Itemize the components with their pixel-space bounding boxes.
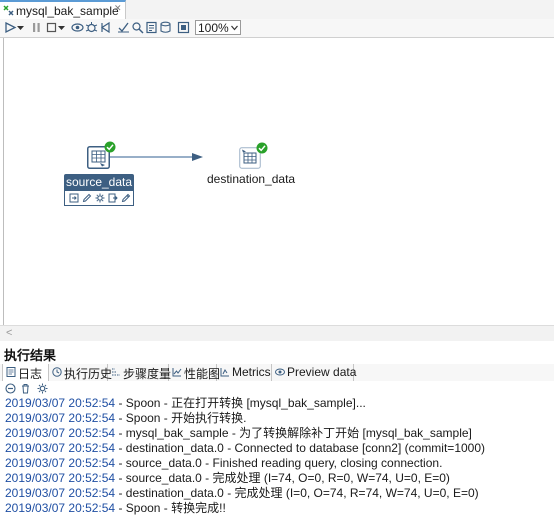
tab-performance-graph[interactable]: 性能图 [169,364,221,381]
analyze-icon[interactable] [131,21,144,34]
success-check-icon [104,141,116,153]
show-results-icon[interactable] [177,21,190,34]
chevron-down-icon [231,25,238,31]
tab-log[interactable]: 日志 [2,364,49,381]
log-line: 2019/03/07 20:52:54 - Spoon - 开始执行转换. [5,411,246,426]
gear-icon[interactable] [37,383,48,394]
sql-icon[interactable] [145,21,158,34]
pause-icon[interactable] [30,21,43,34]
log-message: - Spoon - 开始执行转换. [115,411,247,425]
log-timestamp: 2019/03/07 20:52:54 [5,441,116,455]
log-icon [6,367,16,377]
log-message: - source_data.0 - Finished reading query… [115,456,443,470]
log-timestamp: 2019/03/07 20:52:54 [5,471,116,485]
output-icon[interactable] [108,193,118,203]
input-icon[interactable] [69,193,79,203]
log-output[interactable]: 2019/03/07 20:52:54 - Spoon - 正在打开转换 [my… [0,396,554,522]
tab-label: 性能图 [184,367,221,381]
preview-icon[interactable] [71,21,84,34]
run-dropdown-icon[interactable] [16,21,25,34]
log-timestamp: 2019/03/07 20:52:54 [5,486,116,500]
log-line: 2019/03/07 20:52:54 - destination_data.0… [5,441,485,456]
tab-label: 执行历史 [64,367,113,381]
log-line: 2019/03/07 20:52:54 - source_data.0 - Fi… [5,456,442,471]
log-timestamp: 2019/03/07 20:52:54 [5,396,116,410]
log-toolbar [0,381,554,396]
replay-icon[interactable] [99,21,112,34]
scroll-left-icon[interactable]: < [6,327,13,339]
table-output-icon[interactable] [239,147,261,169]
history-icon [52,367,62,377]
verify-icon[interactable] [117,21,130,34]
success-check-icon [256,142,268,154]
log-line: 2019/03/07 20:52:54 - mysql_bak_sample -… [5,426,472,441]
explore-db-icon[interactable] [159,21,172,34]
results-title: 执行结果 [4,348,57,363]
log-timestamp: 2019/03/07 20:52:54 [5,501,116,515]
zoom-select[interactable]: 100% [195,20,241,35]
tab-mysql-bak-sample[interactable]: mysql_bak_sample ✕ [0,0,126,19]
log-line: 2019/03/07 20:52:54 - Spoon - 转换完成!! [5,501,226,516]
tab-title: mysql_bak_sample [16,4,119,18]
tab-history[interactable]: 执行历史 [49,364,112,381]
pencil-icon[interactable] [121,193,131,203]
results-tab-bar: 日志 执行历史 步骤度量 性能图 Metrics Preview data [0,364,554,382]
log-timestamp: 2019/03/07 20:52:54 [5,426,116,440]
close-tab-icon[interactable]: ✕ [114,3,122,13]
editor-tab-bar: mysql_bak_sample ✕ [0,0,554,20]
log-message: - Spoon - 转换完成!! [115,501,226,515]
destination-node-label[interactable]: destination_data [207,172,296,186]
tab-preview-data[interactable]: Preview data [272,364,357,381]
log-message: - destination_data.0 - Connected to data… [115,441,486,455]
stop-icon[interactable] [45,21,58,34]
transformation-icon [3,5,14,16]
performance-graph-icon [172,368,182,377]
stop-dropdown-icon[interactable] [57,21,66,34]
log-message: - destination_data.0 - 完成处理 (I=0, O=74, … [115,486,479,500]
debug-icon[interactable] [85,21,98,34]
zoom-value: 100% [198,21,229,35]
log-message: - source_data.0 - 完成处理 (I=74, O=0, R=0, … [115,471,450,485]
tab-label: Preview data [287,365,357,379]
clear-log-icon[interactable] [5,383,16,394]
tab-label: Metrics [232,365,271,379]
canvas-horizontal-scrollbar[interactable]: < [0,325,554,341]
metrics-icon [220,368,229,377]
log-line: 2019/03/07 20:52:54 - source_data.0 - 完成… [5,471,450,486]
table-input-icon[interactable] [87,146,110,169]
tab-step-metrics[interactable]: 步骤度量 [108,364,172,381]
log-line: 2019/03/07 20:52:54 - destination_data.0… [5,486,479,501]
preview-data-icon [275,368,285,376]
gear-icon[interactable] [95,193,105,203]
log-message: - Spoon - 正在打开转换 [mysql_bak_sample]... [115,396,366,410]
transformation-toolbar: 100% [0,19,554,38]
log-message: - mysql_bak_sample - 为了转换解除补丁开始 [mysql_b… [115,426,472,440]
log-line: 2019/03/07 20:52:54 - Spoon - 正在打开转换 [my… [5,396,366,411]
log-timestamp: 2019/03/07 20:52:54 [5,411,116,425]
tab-label: 步骤度量 [123,367,172,381]
step-metrics-icon [112,368,120,376]
run-icon[interactable] [4,21,17,34]
tab-label: 日志 [18,367,43,381]
source-node-actions [64,190,134,206]
edit-icon[interactable] [82,193,92,203]
trash-icon[interactable] [20,383,31,394]
tab-metrics[interactable]: Metrics [217,364,272,381]
source-node-label[interactable]: source_data [64,174,134,190]
log-timestamp: 2019/03/07 20:52:54 [5,456,116,470]
